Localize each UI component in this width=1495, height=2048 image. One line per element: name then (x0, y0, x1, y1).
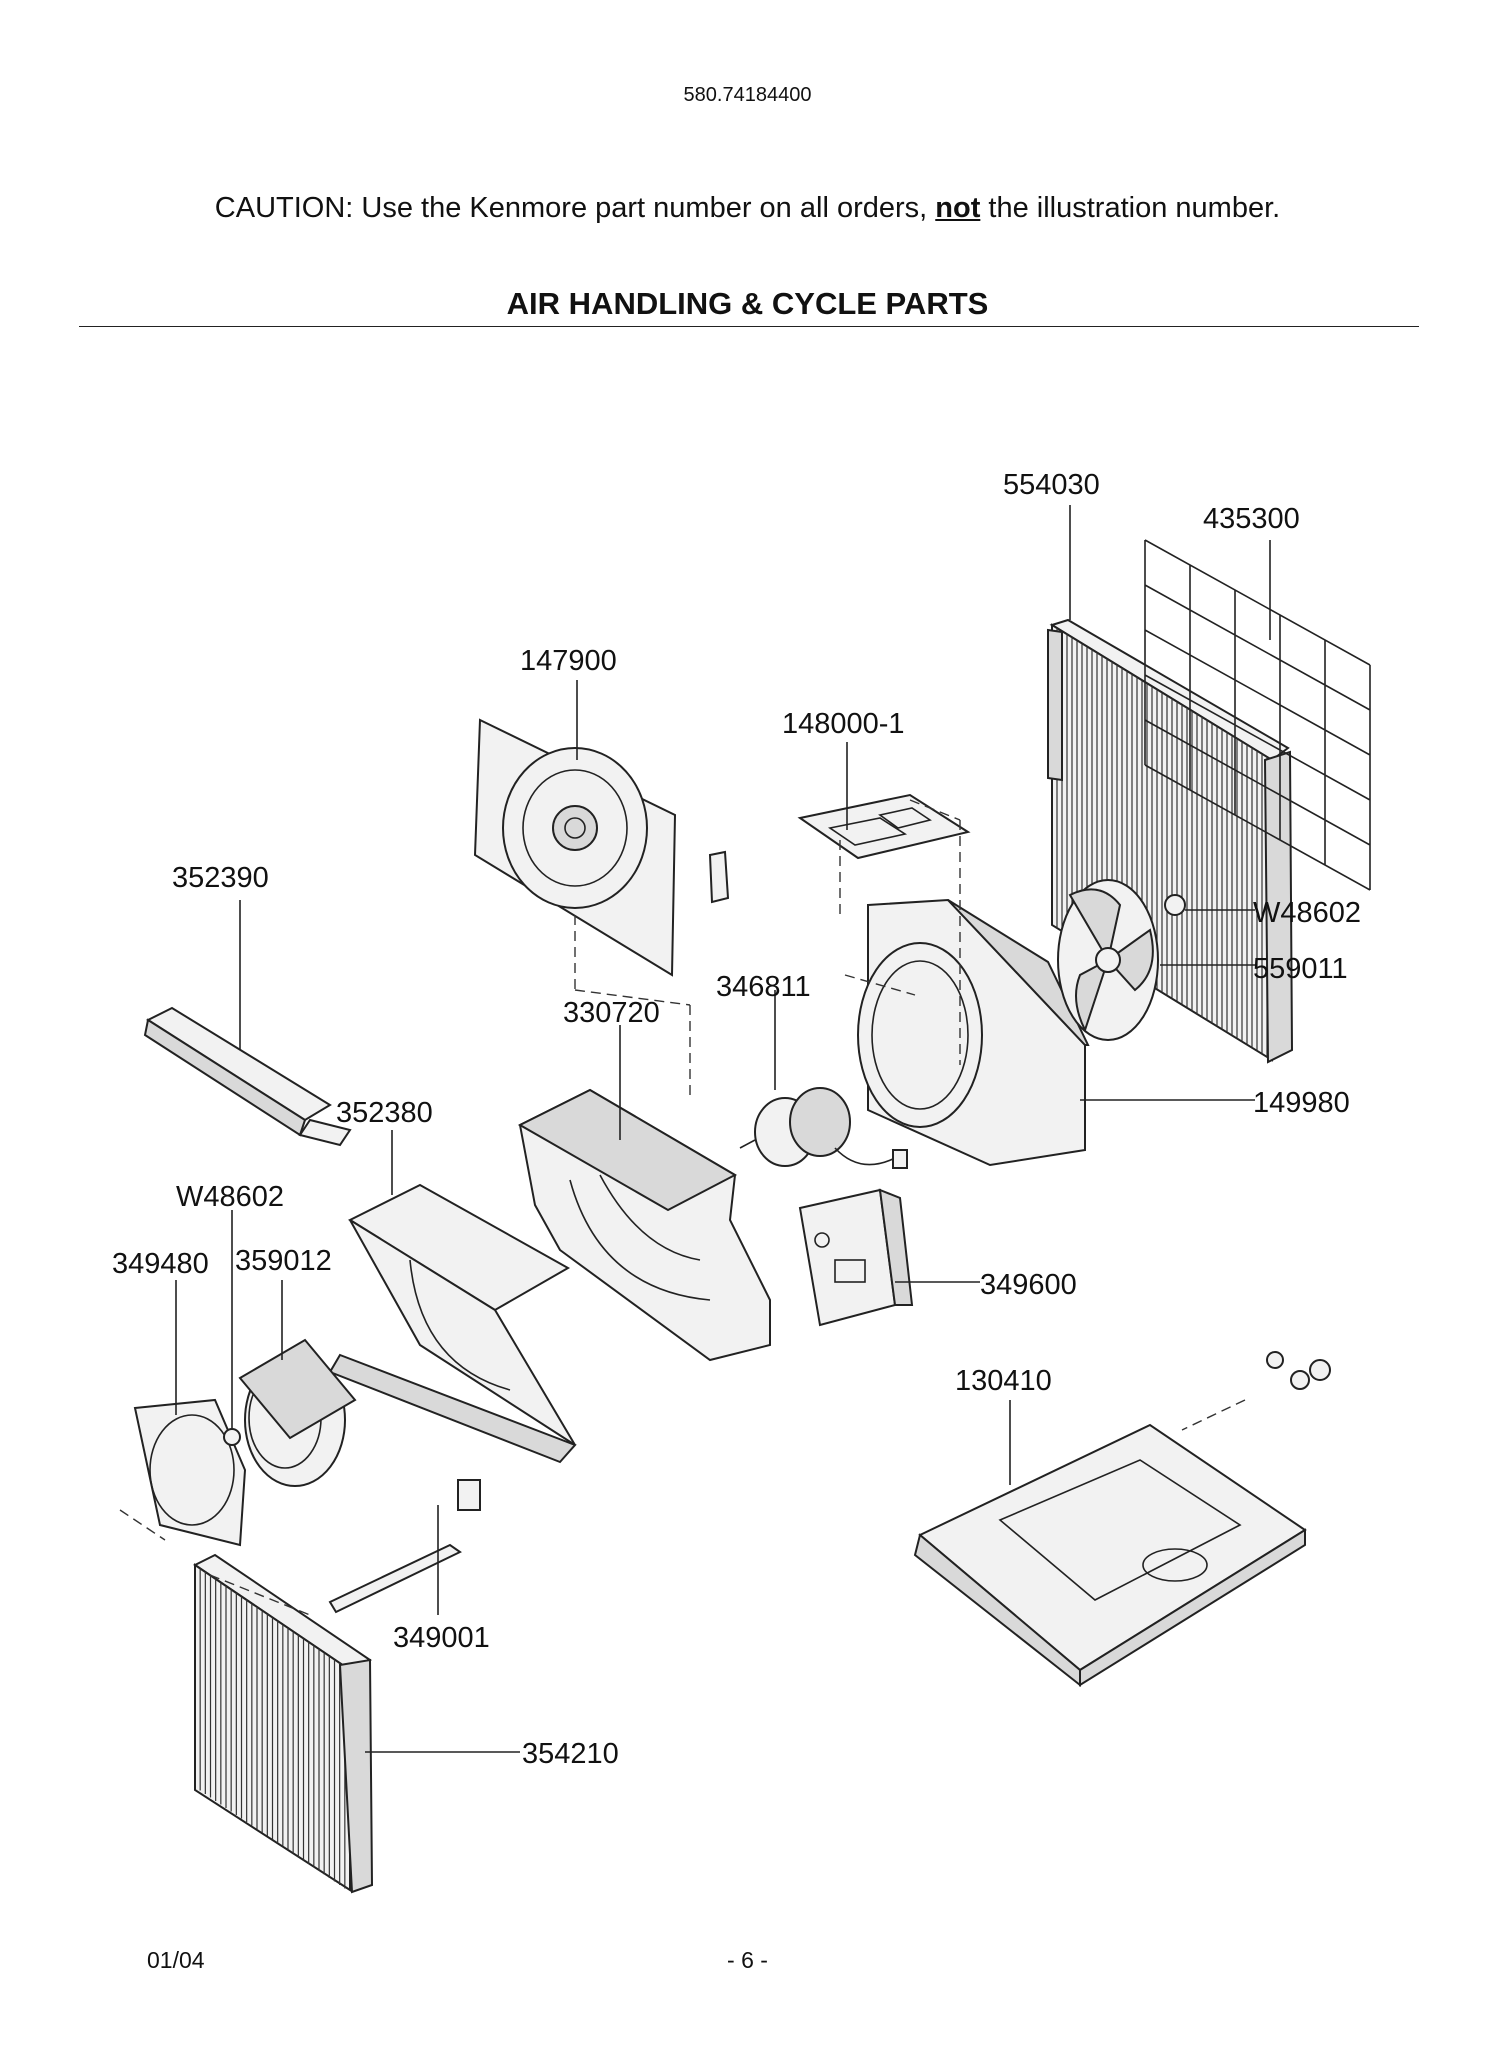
condenser-fan-drawing (1057, 879, 1186, 1041)
label-346811: 346811 (716, 971, 811, 1003)
label-149980: 149980 (1253, 1087, 1350, 1119)
filter-grille-drawing (1144, 539, 1371, 891)
orifice-panel-drawing (473, 718, 730, 977)
part-labels: 554030 435300 147900 148000-1 352390 W48… (112, 469, 1361, 1770)
fan-motor-drawing (739, 1087, 908, 1169)
footer-date: 01/04 (147, 1947, 205, 1973)
leader-lines (175, 505, 1271, 1753)
label-W48602-right: W48602 (1253, 897, 1361, 929)
label-352380: 352380 (336, 1097, 433, 1129)
caution-notice: CAUTION: Use the Kenmore part number on … (0, 192, 1495, 225)
label-354210: 354210 (522, 1738, 619, 1770)
label-130410: 130410 (955, 1365, 1052, 1397)
label-352390: 352390 (172, 862, 269, 894)
caution-suffix: the illustration number. (988, 192, 1281, 224)
fan-shroud-drawing (857, 898, 1090, 1167)
label-359012: 359012 (235, 1245, 332, 1277)
label-349600: 349600 (980, 1269, 1077, 1301)
blower-housing-drawing (517, 1088, 771, 1362)
air-deflector-drawing (143, 1006, 352, 1147)
section-title: AIR HANDLING & CYCLE PARTS (506, 286, 989, 321)
document-number: 580.74184400 (683, 84, 812, 106)
caution-prefix: CAUTION: Use the Kenmore part number on … (214, 192, 928, 224)
caution-emphasis: not (935, 192, 981, 224)
assembly-dashed-lines (119, 799, 1246, 1616)
sensor-bar-drawing (328, 1479, 481, 1614)
label-330720: 330720 (563, 997, 660, 1029)
footer-page-number: - 6 - (727, 1947, 768, 1973)
label-435300: 435300 (1203, 503, 1300, 535)
base-pan-drawing (913, 1351, 1331, 1688)
title-divider (79, 326, 1419, 327)
label-W48602-left: W48602 (176, 1181, 284, 1213)
label-554030: 554030 (1003, 469, 1100, 501)
evaporator-coil-drawing (193, 1553, 374, 1894)
label-148000-1: 148000-1 (782, 708, 905, 740)
condenser-coil-drawing (1047, 618, 1294, 1064)
label-147900: 147900 (520, 645, 617, 677)
inlet-ring-drawing (133, 1398, 247, 1547)
evaporator-frame-drawing (328, 1183, 577, 1464)
label-349480: 349480 (112, 1248, 209, 1280)
motor-bracket-drawing (797, 793, 971, 860)
label-559011: 559011 (1253, 953, 1348, 985)
control-bracket-drawing (798, 1188, 914, 1327)
label-349001: 349001 (393, 1622, 490, 1654)
blower-wheel-drawing (238, 1338, 357, 1487)
